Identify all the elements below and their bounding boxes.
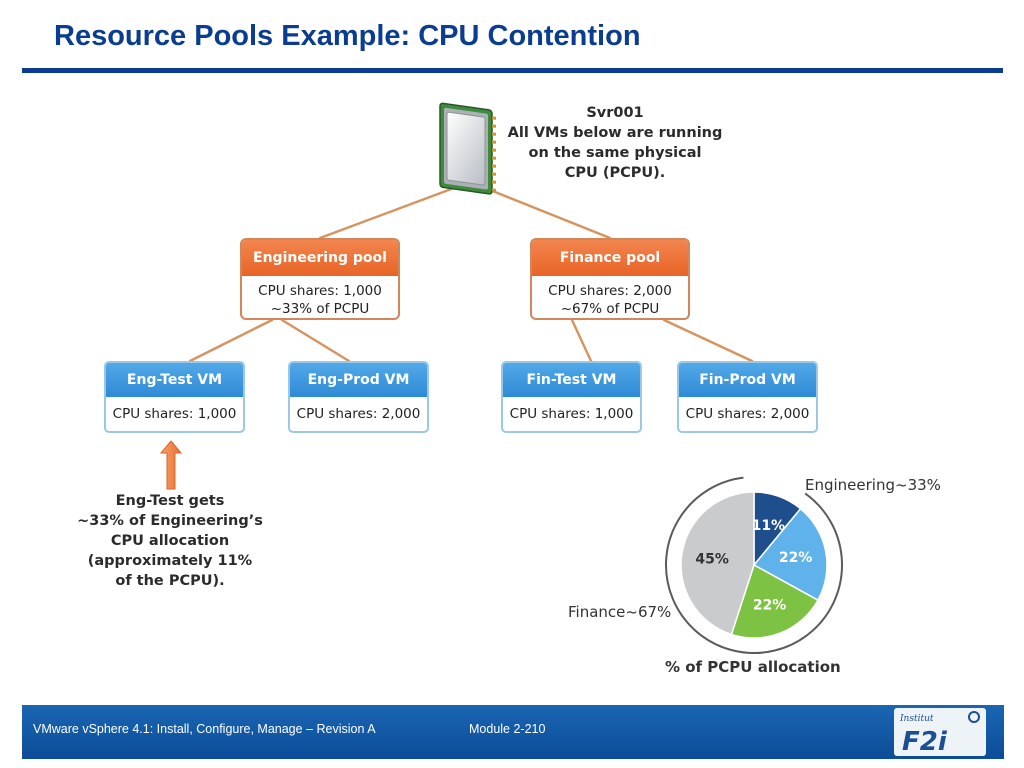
- server-caption: Svr001 All VMs below are running on the …: [480, 103, 750, 183]
- eng-test-vm-shares: CPU shares: 1,000: [112, 406, 237, 422]
- engineering-pool-box: Engineering pool CPU shares: 1,000 ~33% …: [240, 238, 400, 320]
- f2i-logo: Institut F2i: [894, 708, 986, 756]
- server-name: Svr001: [586, 105, 644, 121]
- pie-slice-label-1: 22%: [779, 550, 813, 566]
- slide-title: Resource Pools Example: CPU Contention: [54, 20, 641, 52]
- pie-slice-1: [752, 507, 828, 602]
- fin-test-vm-title: Fin-Test VM: [503, 363, 640, 397]
- footer-bar: VMware vSphere 4.1: Install, Configure, …: [22, 705, 1004, 759]
- pie-outer-ring: [665, 476, 843, 654]
- pie-slice-2: [730, 563, 819, 639]
- eng-test-vm-box: Eng-Test VM CPU shares: 1,000: [104, 361, 245, 433]
- eng-prod-vm-box: Eng-Prod VM CPU shares: 2,000: [288, 361, 429, 433]
- connector-finance-finprod: [662, 318, 754, 363]
- fin-prod-vm-title: Fin-Prod VM: [679, 363, 816, 397]
- engineering-pool-percent: ~33% of PCPU: [270, 301, 370, 317]
- pie-slice-label-2: 22%: [753, 597, 787, 613]
- svg-text:F2i: F2i: [902, 727, 948, 756]
- server-description-line: All VMs below are running: [507, 125, 723, 141]
- connector-engineering-engtest: [188, 318, 274, 363]
- engineering-group-label: Engineering~33%: [805, 476, 941, 494]
- finance-pool-shares: CPU shares: 2,000: [548, 283, 672, 299]
- footer-module-number: Module 2-210: [469, 722, 546, 736]
- svg-text:Institut: Institut: [899, 714, 934, 724]
- connector-engineering-engprod: [280, 318, 351, 363]
- chart-title: % of PCPU allocation: [665, 658, 841, 676]
- server-description-line: CPU (PCPU).: [564, 165, 666, 181]
- finance-pool-percent: ~67% of PCPU: [560, 301, 660, 317]
- engineering-pool-title: Engineering pool: [242, 240, 398, 276]
- finance-pool-title: Finance pool: [532, 240, 688, 276]
- finance-group-label: Finance~67%: [568, 603, 671, 621]
- finance-pool-box: Finance pool CPU shares: 2,000 ~67% of P…: [530, 238, 690, 320]
- connector-server-engineering: [318, 180, 472, 240]
- eng-prod-vm-title: Eng-Prod VM: [290, 363, 427, 397]
- fin-prod-vm-shares: CPU shares: 2,000: [685, 406, 810, 422]
- note-line: ~33% of Engineering’s: [77, 513, 263, 529]
- pie-slice-label-0: 11%: [752, 518, 786, 534]
- eng-test-note: Eng-Test gets ~33% of Engineering’s CPU …: [70, 491, 270, 591]
- fin-test-vm-box: Fin-Test VM CPU shares: 1,000: [501, 361, 642, 433]
- footer-course-title: VMware vSphere 4.1: Install, Configure, …: [33, 722, 376, 736]
- eng-prod-vm-shares: CPU shares: 2,000: [296, 406, 421, 422]
- fin-test-vm-shares: CPU shares: 1,000: [509, 406, 634, 422]
- note-line: Eng-Test gets: [115, 493, 225, 509]
- note-line: of the PCPU).: [115, 573, 225, 589]
- pcpu-pie-chart: 11% 22% 22% 45% Engineering~33% Finance~67%…: [568, 476, 941, 676]
- fin-prod-vm-box: Fin-Prod VM CPU shares: 2,000: [677, 361, 818, 433]
- cpu-chip-icon: [439, 102, 496, 195]
- note-line: CPU allocation: [110, 533, 230, 549]
- server-description-line: on the same physical: [528, 145, 702, 161]
- connector-finance-fintest: [570, 318, 593, 363]
- title-rule: [22, 68, 1003, 73]
- engineering-pool-shares: CPU shares: 1,000: [258, 283, 382, 299]
- pie-slice-3: [680, 491, 755, 636]
- pie-slice-label-3: 45%: [695, 551, 729, 567]
- up-arrow-icon: [160, 440, 182, 490]
- note-line: (approximately 11%: [87, 553, 253, 569]
- eng-test-vm-title: Eng-Test VM: [106, 363, 243, 397]
